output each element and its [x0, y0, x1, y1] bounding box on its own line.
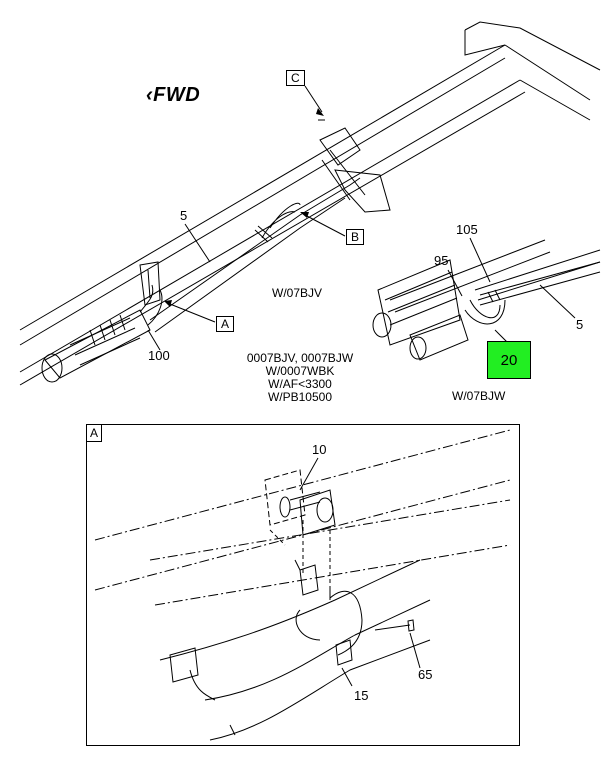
- callout-part-15: 15: [354, 688, 369, 703]
- detail-bolt: [374, 619, 415, 632]
- detail-clamp: [294, 559, 363, 666]
- note-line: 0007BJV, 0007BJW: [246, 351, 354, 365]
- note-line: W/0007WBK: [265, 364, 335, 378]
- detail-sensor: [169, 647, 236, 736]
- hanger-bracket: [139, 261, 161, 306]
- muffler-assembly: [41, 284, 163, 383]
- detail-a-frame: [86, 424, 520, 746]
- frame-rail: [19, 21, 601, 386]
- detail-a-tag: A: [87, 425, 103, 442]
- crossmember: [319, 127, 391, 213]
- applicability-notes: 0007BJV, 0007BJW W/0007WBK W/AF<3300 W/P…: [238, 352, 362, 404]
- detail-pipe: [159, 559, 431, 741]
- callout-part-105: 105: [456, 222, 478, 237]
- callout-view-a: A: [216, 316, 235, 332]
- arrow-head-a: [164, 300, 172, 307]
- callout-part-100: 100: [148, 348, 170, 363]
- leader-lines: [147, 85, 346, 351]
- arrow-head-b: [300, 212, 309, 218]
- callout-view-c: C: [286, 70, 305, 86]
- callout-part-10: 10: [312, 442, 327, 457]
- callout-part-65: 65: [418, 667, 433, 682]
- note-line: W/PB10500: [267, 390, 333, 404]
- fwd-arrow-icon: ‹: [146, 84, 154, 106]
- detail-guide-lines: [269, 520, 331, 600]
- arrow-head-c: [316, 108, 324, 116]
- fwd-label: FWD: [153, 84, 201, 106]
- variant-label-07bjv: W/07BJV: [272, 286, 323, 300]
- note-line: W/AF<3300: [268, 377, 332, 391]
- callout-part-5: 5: [180, 208, 188, 223]
- variant-label-07bjw: W/07BJW: [452, 389, 506, 403]
- inset-leader-lines: [447, 237, 576, 346]
- callout-part-20-highlight: 20: [487, 341, 531, 379]
- callout-view-b: B: [346, 229, 365, 245]
- inset-frame-rails: [389, 239, 601, 313]
- inset-exhaust-components: [372, 259, 506, 361]
- fwd-direction-indicator: ‹FWD: [146, 84, 200, 107]
- callout-part-5-inset: 5: [576, 317, 584, 332]
- detail-hanger-bracket: [264, 469, 336, 536]
- detail-leader-lines: [299, 457, 421, 687]
- callout-part-95: 95: [434, 253, 449, 268]
